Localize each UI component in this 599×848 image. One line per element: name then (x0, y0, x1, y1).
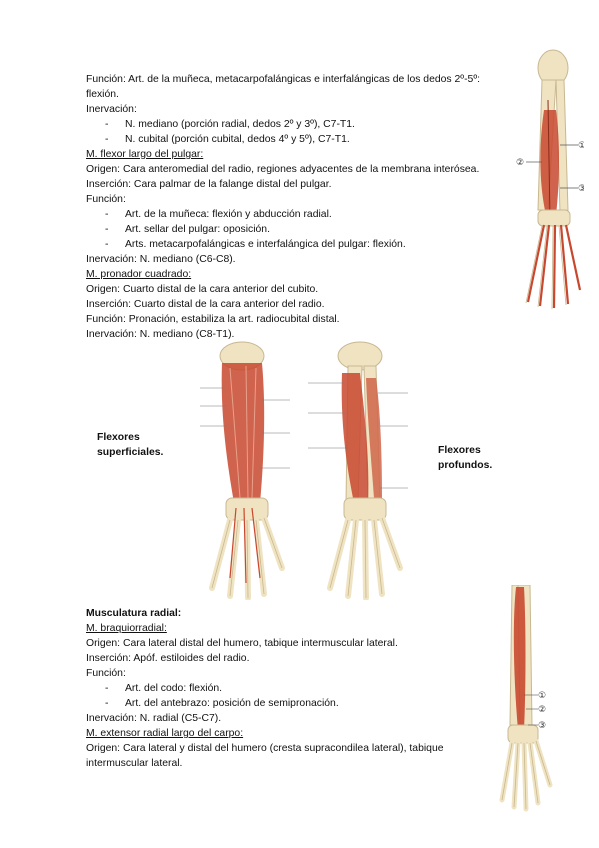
bullet-dash: - (105, 134, 109, 145)
flexores-profundos-figure (308, 341, 408, 600)
radial-heading: Musculatura radial: (86, 608, 182, 619)
callout-2: ② (516, 158, 524, 168)
braquio-funcion-label: Función: (86, 668, 126, 679)
figure-label-right-2: profundos. (438, 460, 493, 471)
bullet-dash: - (105, 683, 109, 694)
funcion-text: Función: Art. de la muñeca, metacarpofal… (86, 74, 481, 85)
pronador-origen: Origen: Cuarto distal de la cara anterio… (86, 284, 319, 295)
flexor-largo-funcion-label: Función: (86, 194, 126, 205)
callout-3: ③ (578, 184, 584, 194)
bullet-dash: - (105, 224, 109, 235)
flexores-superficiales-figure (200, 341, 290, 600)
callout-1: ① (538, 691, 546, 701)
inerv-item-2: N. cubital (porción cubital, dedos 4º y … (125, 134, 350, 145)
pronador-funcion: Función: Pronación, estabiliza la art. r… (86, 314, 340, 325)
braquio-origen: Origen: Cara lateral distal del humero, … (86, 638, 398, 649)
flexor-largo-insercion: Inserción: Cara palmar de la falange dis… (86, 179, 332, 190)
callout-3: ③ (538, 721, 546, 731)
bullet-dash: - (105, 209, 109, 220)
bullet-dash: - (105, 119, 109, 130)
braquio-funcion-2: Art. del antebrazo: posición de semipron… (125, 698, 339, 709)
braquio-inervacion: Inervación: N. radial (C5-C7). (86, 713, 222, 724)
inervacion-label: Inervación: (86, 104, 137, 115)
extensor-origen-cont: intermuscular lateral. (86, 758, 183, 769)
callout-1: ① (578, 141, 584, 151)
flexor-largo-inervacion: Inervación: N. mediano (C6-C8). (86, 254, 236, 265)
forearm-flexor-figure-top: ① ② ③ (516, 49, 584, 310)
callout-2: ② (538, 705, 546, 715)
bullet-dash: - (105, 239, 109, 250)
figure-label-left-1: Flexores (97, 432, 140, 443)
pronador-inervacion: Inervación: N. mediano (C8-T1). (86, 329, 235, 340)
inerv-item-1: N. mediano (porción radial, dedos 2º y 3… (125, 119, 355, 130)
figure-label-right-1: Flexores (438, 445, 481, 456)
braquio-insercion: Inserción: Apóf. estiloides del radio. (86, 653, 250, 664)
braquio-funcion-1: Art. del codo: flexión. (125, 683, 223, 694)
extensor-origen: Origen: Cara lateral y distal del humero… (86, 743, 444, 754)
extensor-title: M. extensor radial largo del carpo: (86, 728, 244, 739)
flexor-largo-funcion-3: Arts. metacarpofalángicas e interfalángi… (125, 239, 406, 250)
flexor-largo-title: M. flexor largo del pulgar: (86, 149, 204, 160)
flexor-largo-funcion-1: Art. de la muñeca: flexión y abducción r… (125, 209, 332, 220)
figure-label-left-2: superficiales. (97, 447, 164, 458)
flexor-largo-funcion-2: Art. sellar del pulgar: oposición. (125, 224, 270, 235)
flexor-largo-origen: Origen: Cara anteromedial del radio, reg… (86, 164, 480, 175)
pronador-insercion: Inserción: Cuarto distal de la cara ante… (86, 299, 325, 310)
funcion-text-cont: flexión. (86, 89, 119, 100)
braquio-title: M. braquiorradial: (86, 623, 167, 634)
bullet-dash: - (105, 698, 109, 709)
braquiorradial-figure: ① ② ③ (499, 585, 553, 812)
pronador-title: M. pronador cuadrado: (86, 269, 192, 280)
